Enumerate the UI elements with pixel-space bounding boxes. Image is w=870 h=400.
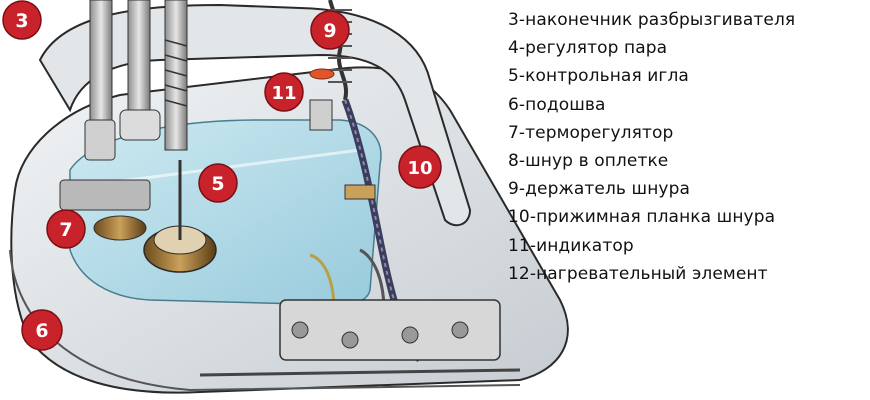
- callout-11: 11: [264, 72, 304, 112]
- legend-item: 5-контрольная игла: [508, 66, 689, 87]
- svg-text:10: 10: [407, 158, 432, 179]
- legend-item: 6-подошва: [508, 94, 606, 115]
- legend-item: 4-регулятор пара: [508, 38, 668, 59]
- legend-item: 11-индикатор: [508, 235, 634, 256]
- callout-3: 3: [2, 0, 42, 40]
- legend-item: 10-прижимная планка шнура: [508, 207, 776, 228]
- legend-item: 9-держатель шнура: [508, 179, 690, 200]
- callout-6: 6: [21, 309, 63, 351]
- heating-element: [199, 248, 521, 377]
- steam-regulator-assembly: [84, 0, 188, 161]
- water-tank: [69, 119, 382, 306]
- thermostat: [59, 179, 151, 241]
- legend-item: 3-наконечник разбрызгивателя: [508, 10, 796, 30]
- legend-item: 12-нагревательный элемент: [508, 263, 768, 284]
- callout-5: 5: [198, 163, 238, 203]
- svg-text:6: 6: [35, 320, 48, 342]
- callout-9: 9: [310, 10, 350, 50]
- svg-text:9: 9: [323, 20, 336, 42]
- control-needle: [143, 160, 217, 273]
- legend-item: 8-шнур в оплетке: [508, 151, 669, 172]
- parts-legend: 3-наконечник разбрызгивателя 4-регулятор…: [508, 6, 868, 288]
- svg-text:5: 5: [211, 173, 224, 195]
- legend-item: 7-терморегулятор: [508, 122, 674, 143]
- callout-7: 7: [46, 209, 86, 249]
- svg-text:7: 7: [59, 219, 72, 241]
- svg-text:11: 11: [271, 83, 296, 104]
- callout-10: 10: [398, 145, 442, 189]
- indicator: [309, 68, 335, 131]
- svg-text:3: 3: [15, 10, 28, 32]
